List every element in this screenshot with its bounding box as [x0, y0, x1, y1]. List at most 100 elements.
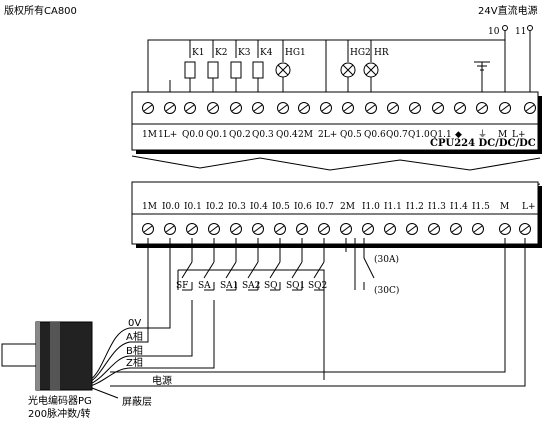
load-label: HG2 [350, 48, 371, 58]
output-screws [142, 102, 536, 114]
switch-label: SA1 [220, 281, 238, 291]
output-terminal-label: Q0.5 [340, 130, 362, 140]
switch-label: SQ2 [308, 281, 327, 291]
load-label: K4 [260, 48, 273, 58]
switch-icon [247, 238, 259, 291]
input-terminal-label: I0.4 [250, 202, 268, 212]
screw-terminal [387, 102, 399, 114]
input-terminal-label: I1.3 [428, 202, 446, 212]
input-terminal-block [131, 181, 539, 245]
screw-terminal [230, 102, 242, 114]
screw-terminal [450, 223, 462, 235]
output-terminal-label: Q0.1 [206, 130, 228, 140]
output-terminal-block [131, 91, 539, 151]
relay-k2-coil [207, 61, 219, 79]
input-screws [142, 223, 531, 235]
input-terminal-label: 1M [142, 202, 157, 212]
supply-wires [504, 31, 531, 100]
encoder-wire-a [89, 341, 131, 383]
relay-k1-coil [184, 61, 196, 79]
screw-terminal [320, 102, 332, 114]
plc-model-label: CPU224 DC/DC/DC [430, 138, 536, 149]
screw-terminal [342, 102, 354, 114]
screw-terminal [476, 102, 488, 114]
screw-terminal [298, 102, 310, 114]
screw-terminal [184, 102, 196, 114]
encoder-spec: 200脉冲数/转 [28, 407, 90, 420]
output-terminal-label: L+ [512, 130, 526, 140]
screw-terminal [519, 223, 531, 235]
input-terminal-label: 2M [340, 202, 355, 212]
switch-icon [225, 238, 237, 291]
switch-icon [269, 238, 281, 291]
screw-terminal [432, 102, 444, 114]
relay-k3-coil [230, 61, 242, 79]
supply-return-wires [110, 238, 526, 387]
lamp-hg2-icon [340, 62, 356, 78]
switch-label: SQ1 [286, 281, 305, 291]
break-line-top [131, 155, 541, 171]
screw-terminal [318, 223, 330, 235]
screw-terminal [142, 223, 154, 235]
wire-label: A相 [126, 330, 143, 343]
input-terminal-label: I0.7 [316, 202, 334, 212]
screw-terminal [164, 223, 176, 235]
screw-terminal [524, 102, 536, 114]
encoder-icon [1, 321, 93, 391]
switch-label: SF [176, 281, 188, 291]
screw-terminal [164, 102, 176, 114]
screw-terminal [252, 223, 264, 235]
input-terminal-label: L+ [522, 202, 536, 212]
output-terminal-label: 2L+ [318, 130, 337, 140]
output-terminal-label: Q0.4 [276, 130, 298, 140]
screw-terminal [277, 102, 289, 114]
screw-terminal [365, 102, 377, 114]
power-supply-label: 24V直流电源 [478, 4, 538, 17]
lamp-hg1-icon [275, 62, 291, 78]
input-terminal-label: I1.2 [406, 202, 424, 212]
input-terminal-label: I0.0 [162, 202, 180, 212]
switch-label: SQ [264, 281, 278, 291]
screw-terminal [384, 223, 396, 235]
output-terminal-label: Q0.3 [252, 130, 274, 140]
screw-terminal [340, 223, 352, 235]
screw-terminal [499, 102, 511, 114]
output-terminal-label: ◆ [455, 130, 462, 140]
load-label: HG1 [285, 48, 306, 58]
switch-icon [291, 238, 303, 291]
encoder-wire-0v [89, 327, 131, 381]
lamp-hr-icon [363, 62, 379, 78]
wire-label: B相 [126, 344, 143, 357]
screw-terminal [230, 223, 242, 235]
load-label: HR [374, 48, 389, 58]
output-bus [147, 39, 505, 100]
output-terminal-label: M [498, 130, 507, 140]
power-wire-label: 电源 [152, 374, 172, 387]
input-terminal-label: I1.1 [384, 202, 402, 212]
input-terminal-label: I0.6 [294, 202, 312, 212]
contact-30c-label: (30C) [374, 285, 399, 296]
wire-label: 0V [128, 318, 141, 329]
output-terminal-label: Q1.1 [430, 130, 452, 140]
screw-terminal [472, 223, 484, 235]
encoder-wire-z [89, 367, 131, 387]
output-terminal-label: Q0.2 [229, 130, 251, 140]
screw-terminal [406, 223, 418, 235]
screw-terminal [207, 102, 219, 114]
input-terminal-label: I0.1 [184, 202, 202, 212]
ground-symbol-icon [474, 61, 490, 100]
encoder-name: 光电编码器PG [28, 394, 92, 407]
input-terminal-label: I1.4 [450, 202, 468, 212]
input-terminal-label: M [500, 202, 509, 212]
load-leads [189, 77, 372, 100]
output-terminal-label: 1M [142, 130, 157, 140]
wire-label: Z相 [126, 356, 143, 369]
screw-terminal [362, 223, 374, 235]
screw-terminal [499, 223, 511, 235]
shield-label: 屏蔽层 [122, 396, 152, 408]
screw-terminal [409, 102, 421, 114]
output-terminal-label: Q0.0 [182, 130, 204, 140]
